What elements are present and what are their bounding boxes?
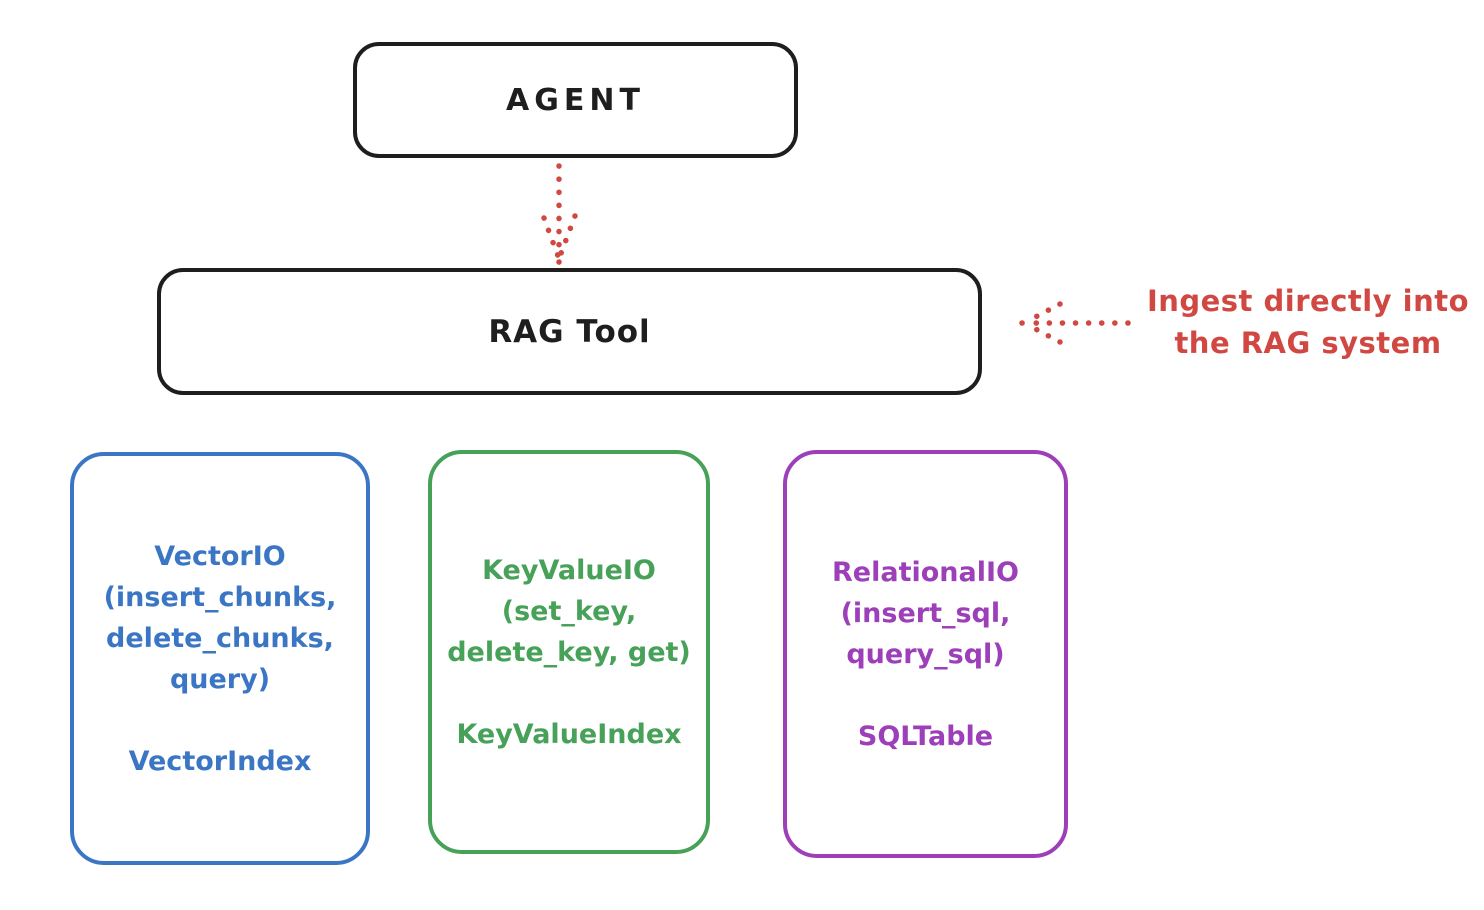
vector-index-label: VectorIndex <box>128 745 312 777</box>
keyvalue-index-label: KeyValueIndex <box>456 718 682 750</box>
ingest-annotation-arrow-icon <box>1019 301 1131 345</box>
backend-box-vector-io: VectorIO (insert_chunks, delete_chunks, … <box>70 452 370 865</box>
keyvalue-io-title: KeyValueIO (set_key, delete_key, get) <box>447 554 691 668</box>
rag-tool-box: RAG Tool <box>157 268 982 395</box>
ingest-annotation-line1: Ingest directly into <box>1146 284 1470 318</box>
agent-label: AGENT <box>506 82 645 118</box>
ingest-annotation-line2: the RAG system <box>1174 326 1442 360</box>
rag-tool-label: RAG Tool <box>488 313 651 350</box>
agent-to-ragtool-arrow-icon <box>541 163 578 265</box>
vector-io-title: VectorIO (insert_chunks, delete_chunks, … <box>103 540 337 695</box>
backend-box-relational-io: RelationalIO (insert_sql, query_sql) SQL… <box>783 450 1068 858</box>
ingest-annotation: Ingest directly into the RAG system <box>1140 280 1476 364</box>
backend-box-keyvalue-io: KeyValueIO (set_key, delete_key, get) Ke… <box>428 450 710 854</box>
agent-box: AGENT <box>353 42 798 158</box>
sql-table-label: SQLTable <box>857 720 994 752</box>
relational-io-title: RelationalIO (insert_sql, query_sql) <box>832 556 1019 670</box>
